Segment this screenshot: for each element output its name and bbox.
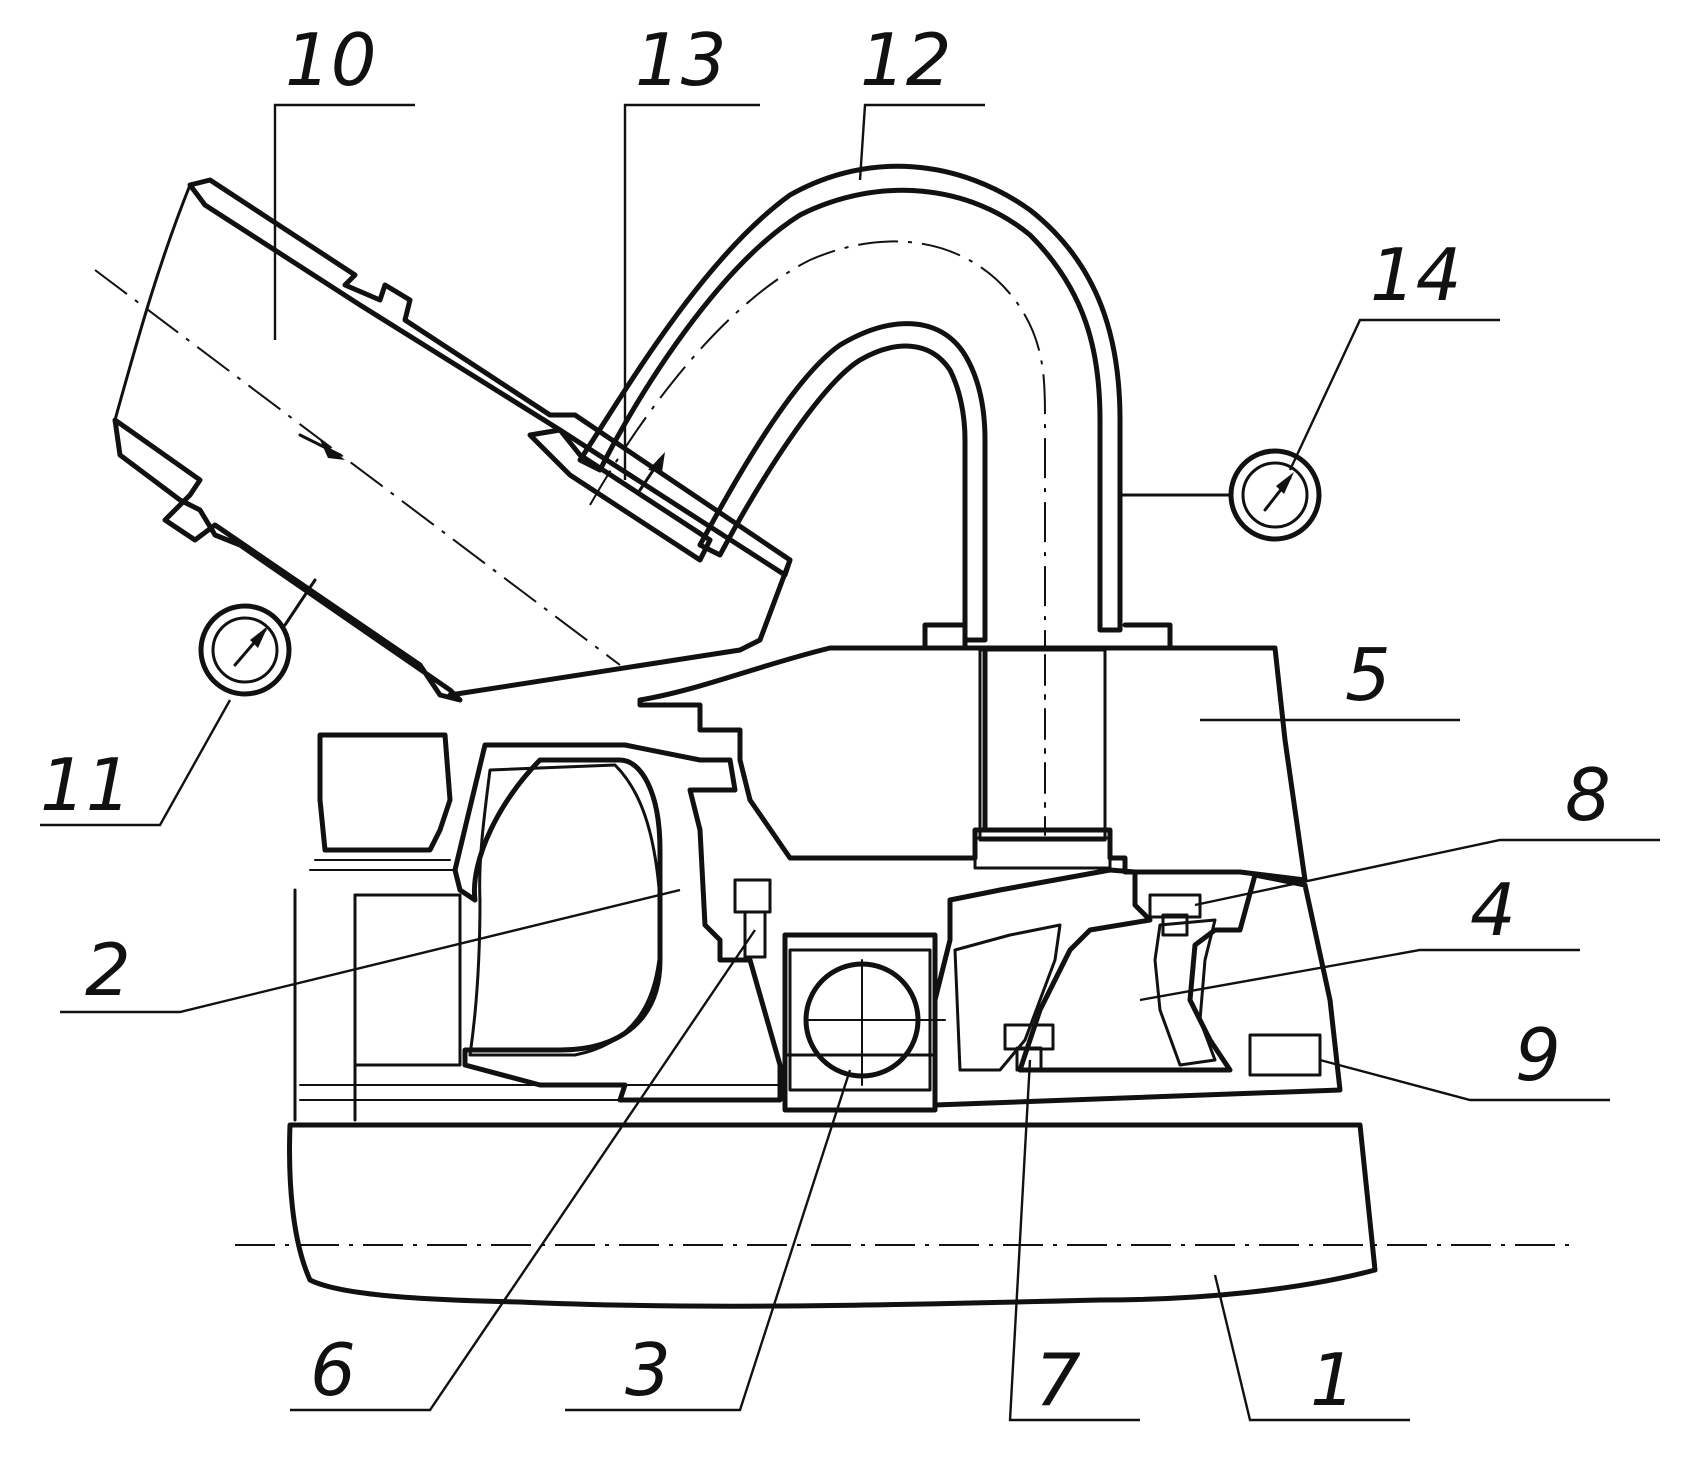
- shaft: [235, 1125, 1570, 1306]
- seal-6: [735, 880, 770, 957]
- callout-10: 10: [285, 18, 377, 102]
- seal-9: [1250, 1035, 1320, 1075]
- callout-11: 11: [40, 743, 132, 827]
- callout-5: 5: [1345, 633, 1391, 717]
- gauge-14: [1120, 451, 1319, 539]
- callout-13: 13: [635, 18, 727, 102]
- gauge-11: [201, 580, 315, 694]
- seal-8: [1150, 895, 1200, 935]
- callout-2: 2: [85, 928, 131, 1012]
- callout-14: 14: [1370, 233, 1462, 317]
- inlet-axis: [95, 270, 620, 665]
- callout-4: 4: [1470, 868, 1516, 952]
- inlet-pipe: [95, 180, 790, 700]
- bent-tube: [580, 166, 1170, 650]
- callout-9: 9: [1515, 1013, 1561, 1097]
- callout-12: 12: [860, 18, 952, 102]
- bearing: [785, 935, 945, 1110]
- tube-axis: [590, 241, 1045, 650]
- callout-3: 3: [625, 1328, 671, 1412]
- sleeve: [935, 870, 1340, 1105]
- callout-1: 1: [1310, 1338, 1356, 1422]
- callout-7: 7: [1035, 1338, 1081, 1422]
- callout-6: 6: [310, 1328, 356, 1412]
- housing-body: [640, 648, 1305, 880]
- callout-8: 8: [1565, 753, 1611, 837]
- impeller: [295, 735, 780, 1120]
